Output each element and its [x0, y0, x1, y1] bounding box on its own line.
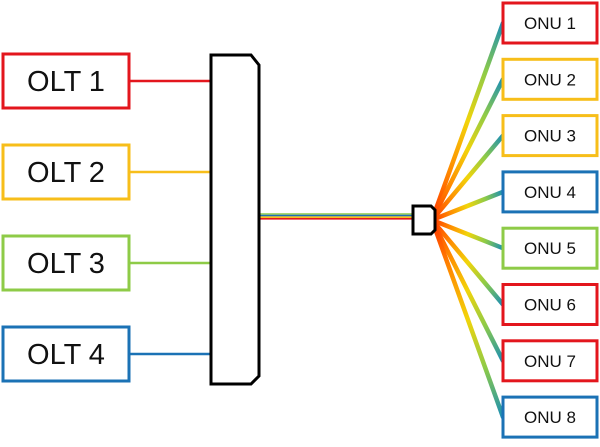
olt-label: OLT 2 — [27, 157, 105, 189]
onu-box: ONU 2 — [501, 57, 599, 101]
onu-group: ONU 1 ONU 2 ONU 3 ONU 4 ONU 5 ONU 6 ONU 7 ONU 8 — [501, 1, 599, 439]
olt-box: OLT 1 — [1, 52, 131, 110]
onu-box: ONU 8 — [501, 395, 599, 439]
onu-label: ONU 6 — [524, 296, 576, 315]
onu-box-frame — [501, 395, 599, 439]
olt-box: OLT 4 — [1, 325, 131, 383]
olt-label: OLT 4 — [27, 339, 105, 371]
splitter-fiber — [429, 20, 506, 223]
splitter-fiber — [429, 217, 506, 420]
splitter-fiber — [429, 217, 506, 307]
olt-box-frame — [1, 143, 131, 201]
splitter-fiber — [429, 77, 506, 223]
splitter-fiber — [429, 133, 506, 223]
olt-box-frame — [1, 325, 131, 383]
multiplexer — [209, 53, 261, 386]
olt-link-group — [129, 79, 211, 356]
olt-group: OLT 1 OLT 2 OLT 3 OLT 4 — [1, 52, 131, 383]
onu-label: ONU 4 — [524, 183, 576, 202]
onu-box-frame — [501, 283, 599, 326]
olt-label: OLT 3 — [27, 248, 105, 280]
onu-label: ONU 1 — [524, 14, 576, 33]
splitter-fiber-group — [429, 20, 506, 420]
splitter-fiber — [429, 189, 506, 223]
olt-box-frame — [1, 52, 131, 110]
olt-box-frame — [1, 234, 131, 292]
onu-box: ONU 5 — [501, 226, 599, 270]
onu-box: ONU 1 — [501, 1, 599, 45]
olt-box: OLT 2 — [1, 143, 131, 201]
onu-label: ONU 2 — [524, 70, 576, 89]
optical-splitter — [411, 204, 437, 236]
splitter-fiber — [429, 217, 506, 364]
onu-label: ONU 7 — [524, 352, 576, 371]
splitter-fiber — [429, 217, 506, 251]
onu-box-frame — [501, 339, 599, 383]
onu-label: ONU 3 — [524, 127, 576, 146]
onu-box: ONU 7 — [501, 339, 599, 383]
onu-label: ONU 8 — [524, 408, 576, 427]
olt-box: OLT 3 — [1, 234, 131, 292]
onu-label: ONU 5 — [524, 239, 576, 258]
olt-label: OLT 1 — [27, 66, 105, 98]
onu-box-frame — [501, 114, 599, 158]
onu-box-frame — [501, 57, 599, 101]
onu-box: ONU 4 — [501, 170, 599, 214]
onu-box: ONU 3 — [501, 114, 599, 158]
onu-box-frame — [501, 1, 599, 45]
trunk-fiber — [259, 213, 413, 220]
onu-box: ONU 6 — [501, 283, 599, 326]
onu-box-frame — [501, 170, 599, 214]
onu-box-frame — [501, 226, 599, 270]
